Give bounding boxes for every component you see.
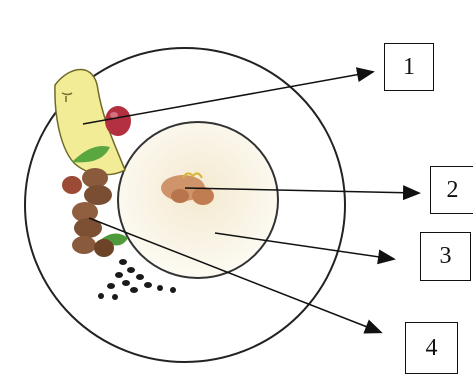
label-box-4: 4 bbox=[405, 322, 458, 374]
cherry-highlight bbox=[110, 112, 118, 118]
label-box-2: 2 bbox=[430, 166, 473, 214]
red-cherry bbox=[105, 106, 131, 136]
label-4-text: 4 bbox=[426, 335, 438, 362]
label-1-text: 1 bbox=[403, 54, 415, 81]
label-box-1: 1 bbox=[384, 43, 434, 91]
label-3-text: 3 bbox=[440, 243, 452, 270]
label-box-3: 3 bbox=[420, 232, 471, 281]
label-2-text: 2 bbox=[447, 177, 459, 204]
